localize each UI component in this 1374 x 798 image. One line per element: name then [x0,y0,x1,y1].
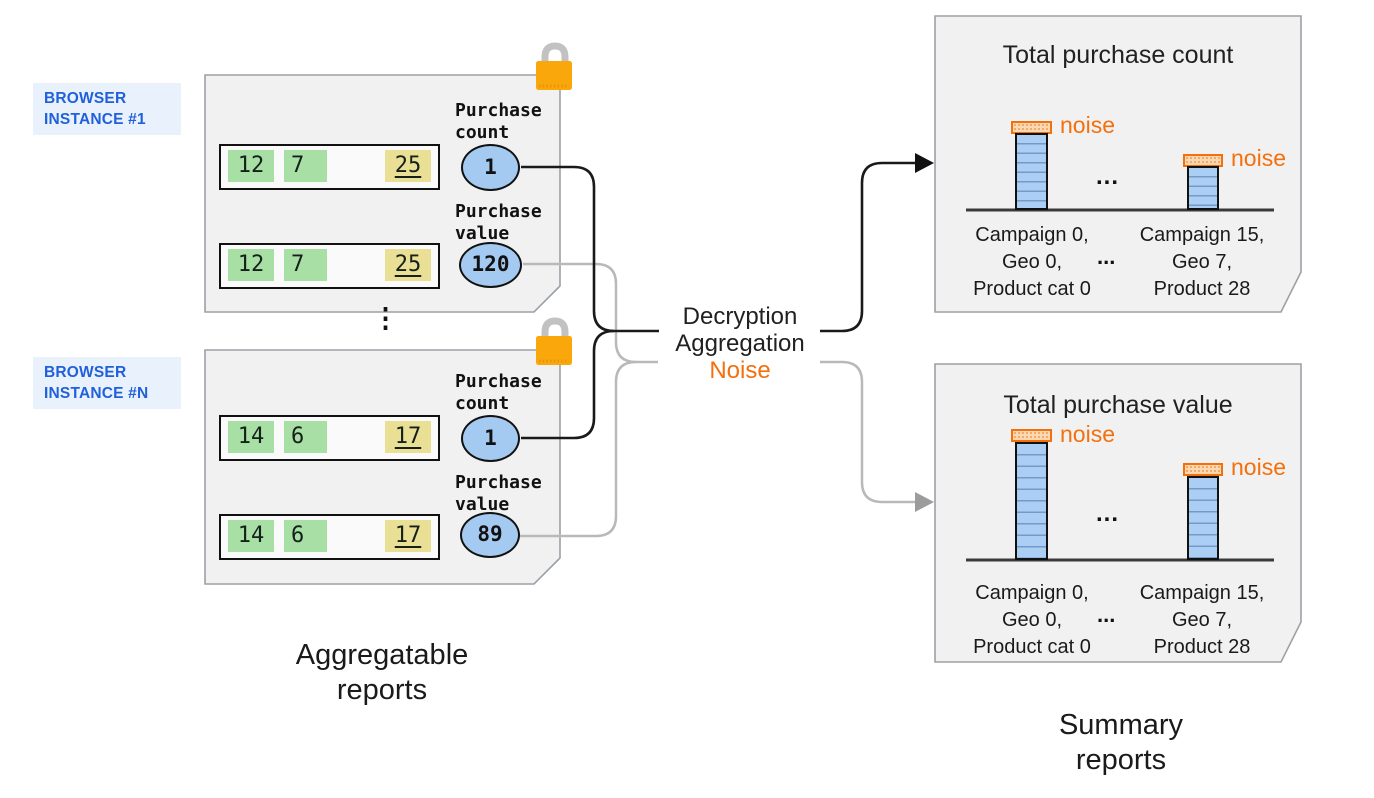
label-line: value [455,222,510,244]
noise-cap [1183,154,1223,167]
bucket-value: 25 [385,150,431,182]
category-line: Product cat 0 [973,278,1091,300]
processing-steps-label: Decryption Aggregation Noise [645,303,835,384]
purchase-count-label: Purchase count [455,100,565,143]
badge-line: INSTANCE #1 [44,111,146,128]
decryption-label: Decryption [682,303,798,330]
caption-line: Aggregatable [295,639,469,671]
connector-count-instance1 [521,165,659,333]
badge-line: BROWSER [44,90,127,107]
connector-value-instance1 [523,262,658,364]
bucket-value: 12 [228,150,274,182]
browser-instance-1-badge: BROWSER INSTANCE #1 [33,83,181,135]
badge-line: INSTANCE #N [44,385,149,402]
category-line: Geo 0, [1001,609,1063,631]
lock-body [536,336,572,365]
category-line: Campaign 0, [975,224,1089,246]
label-line: count [455,392,510,414]
lock-shackle [541,42,569,64]
lock-icon [536,317,572,365]
label-line: value [455,493,510,515]
count-bar-2 [1187,166,1219,210]
bucket-value: 7 [284,150,327,182]
caption-line: Summary [1058,709,1184,741]
count-bar-1-category: Campaign 0, Geo 0, Product cat 0 [952,222,1112,303]
value-chart-title: Total purchase value [1003,391,1233,419]
category-line: Campaign 15, [1139,224,1265,246]
summary-report-panel-count [934,15,1302,313]
category-line: Campaign 15, [1139,582,1265,604]
count-bar-1 [1015,133,1048,210]
black-arrowhead-icon [915,153,934,173]
label-line: count [455,121,510,143]
category-line: Product 28 [1153,636,1251,658]
caption-line: reports [336,674,428,706]
bucket-value: 6 [284,520,327,552]
bars-ellipsis: ... [1096,500,1120,527]
bucket-value: 17 [385,520,431,552]
value-bar-1 [1015,442,1048,560]
summary-reports-caption: Summary reports [991,708,1251,778]
bucket-value: 7 [284,249,327,281]
gray-arrowhead-icon [915,492,934,512]
category-line: Product 28 [1153,278,1251,300]
value-bar-2-category: Campaign 15, Geo 7, Product 28 [1122,580,1282,661]
count-chart-title: Total purchase count [1002,41,1234,69]
badge-line: BROWSER [44,364,127,381]
noise-cap [1011,429,1052,442]
bucket-value: 12 [228,249,274,281]
purchase-value-label: Purchase value [455,201,565,244]
noise-annotation: noise [1231,454,1286,480]
count-bar-2-category: Campaign 15, Geo 7, Product 28 [1122,222,1282,303]
bucket-value: 14 [228,520,274,552]
bucket-value: 6 [284,421,327,453]
categories-ellipsis: ... [1097,602,1116,627]
lock-shackle [541,317,569,339]
aggregation-label: Aggregation [675,330,805,357]
bucket-value: 25 [385,249,431,281]
purchase-value-bubble: 120 [459,242,522,288]
lock-body [536,61,572,90]
label-line: Purchase [455,201,542,222]
value-bar-2 [1187,476,1219,560]
connector-count-to-summary [820,161,915,333]
histogram-row: 12 7 25 [219,243,440,289]
histogram-row: 12 7 25 [219,144,440,190]
bucket-value: 17 [385,421,431,453]
noise-annotation: noise [1231,145,1286,171]
bars-ellipsis: ... [1096,163,1120,190]
noise-cap [1183,463,1223,476]
noise-step-label: Noise [709,357,771,384]
category-line: Campaign 0, [975,582,1089,604]
categories-ellipsis: ... [1097,244,1116,269]
category-line: Geo 0, [1001,251,1063,273]
histogram-row: 14 6 17 [219,415,440,461]
more-instances-ellipsis: ⋮ [372,303,399,333]
lock-icon [536,42,572,90]
label-line: Purchase [455,472,542,493]
purchase-count-bubble: 1 [461,415,520,462]
connector-value-to-summary [820,360,915,504]
browser-instance-n-badge: BROWSER INSTANCE #N [33,357,181,409]
noise-cap [1011,121,1052,134]
label-line: Purchase [455,100,542,121]
caption-line: reports [1075,744,1167,776]
purchase-value-label: Purchase value [455,472,565,515]
bucket-value: 14 [228,421,274,453]
purchase-value-bubble: 89 [460,512,520,558]
histogram-row: 14 6 17 [219,514,440,560]
noise-annotation: noise [1060,421,1115,447]
category-line: Product cat 0 [973,636,1091,658]
category-line: Geo 7, [1171,251,1233,273]
connector-value-instancen [519,360,637,538]
aggregatable-reports-caption: Aggregatable reports [252,638,512,708]
purchase-count-bubble: 1 [461,144,520,191]
connector-count-instancen [521,329,615,440]
category-line: Geo 7, [1171,609,1233,631]
purchase-count-label: Purchase count [455,371,565,414]
noise-annotation: noise [1060,112,1115,138]
label-line: Purchase [455,371,542,392]
value-bar-1-category: Campaign 0, Geo 0, Product cat 0 [952,580,1112,661]
